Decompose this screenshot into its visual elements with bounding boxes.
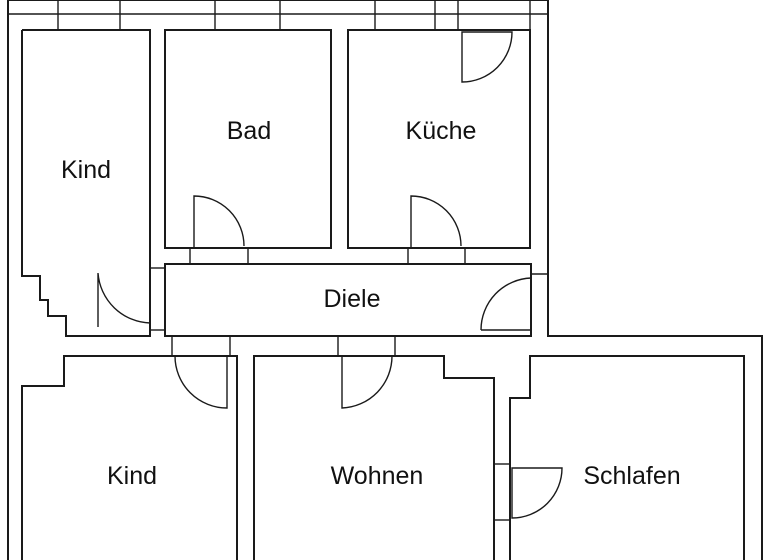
room-wohnen: Wohnen bbox=[253, 336, 495, 560]
room-label-schlafen: Schlafen bbox=[583, 462, 680, 490]
room-kind-top: Kind bbox=[21, 29, 151, 337]
room-label-wohnen: Wohnen bbox=[331, 462, 424, 490]
room-label-diele: Diele bbox=[324, 285, 381, 313]
room-label-kind-bottom: Kind bbox=[107, 462, 157, 490]
room-diele: Diele bbox=[150, 263, 548, 337]
room-kueche: Küche bbox=[347, 29, 531, 264]
room-label-kueche: Küche bbox=[406, 117, 477, 145]
room-schlafen: Schlafen bbox=[494, 355, 745, 560]
room-label-kind-top: Kind bbox=[61, 156, 111, 184]
top-windows bbox=[8, 0, 548, 30]
room-label-bad: Bad bbox=[227, 117, 271, 145]
room-bad: Bad bbox=[164, 29, 332, 264]
outer-walls bbox=[7, 0, 763, 560]
room-kind-bottom: Kind bbox=[21, 336, 238, 560]
